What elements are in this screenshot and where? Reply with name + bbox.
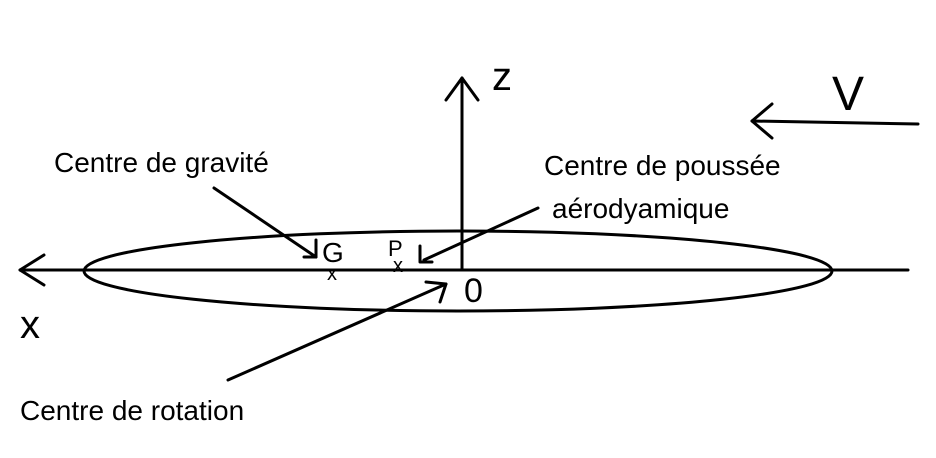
- velocity-label: V: [832, 68, 864, 121]
- gravity-cross-marker: x: [327, 263, 337, 285]
- centre-poussee-label-line2: aérodyamique: [552, 193, 729, 224]
- x-axis-arrowhead: [18, 253, 46, 287]
- gravity-point-label: G: [322, 237, 344, 268]
- gravity-leader-line: [212, 186, 318, 259]
- pressure-leader-line: [422, 206, 540, 262]
- centre-gravite-label: Centre de gravité: [54, 147, 269, 178]
- gravity-leader-tip: [302, 238, 318, 259]
- velocity-arrowhead: [750, 102, 774, 140]
- pressure-leader-tip: [418, 244, 434, 264]
- airfoil-ellipse: [82, 229, 834, 313]
- rotation-leader-tip: [424, 280, 448, 304]
- centre-poussee-label-line1: Centre de poussée: [544, 150, 781, 181]
- x-axis-label: x: [20, 303, 40, 347]
- centre-rotation-label: Centre de rotation: [20, 395, 244, 426]
- rotation-leader-line: [226, 282, 448, 382]
- z-axis-arrowhead: [444, 76, 480, 102]
- pressure-cross-marker: x: [393, 255, 403, 277]
- pressure-point-label: P: [388, 236, 403, 261]
- velocity-arrow-line: [750, 119, 920, 126]
- origin-label: 0: [464, 272, 483, 310]
- z-axis-label: z: [492, 55, 512, 99]
